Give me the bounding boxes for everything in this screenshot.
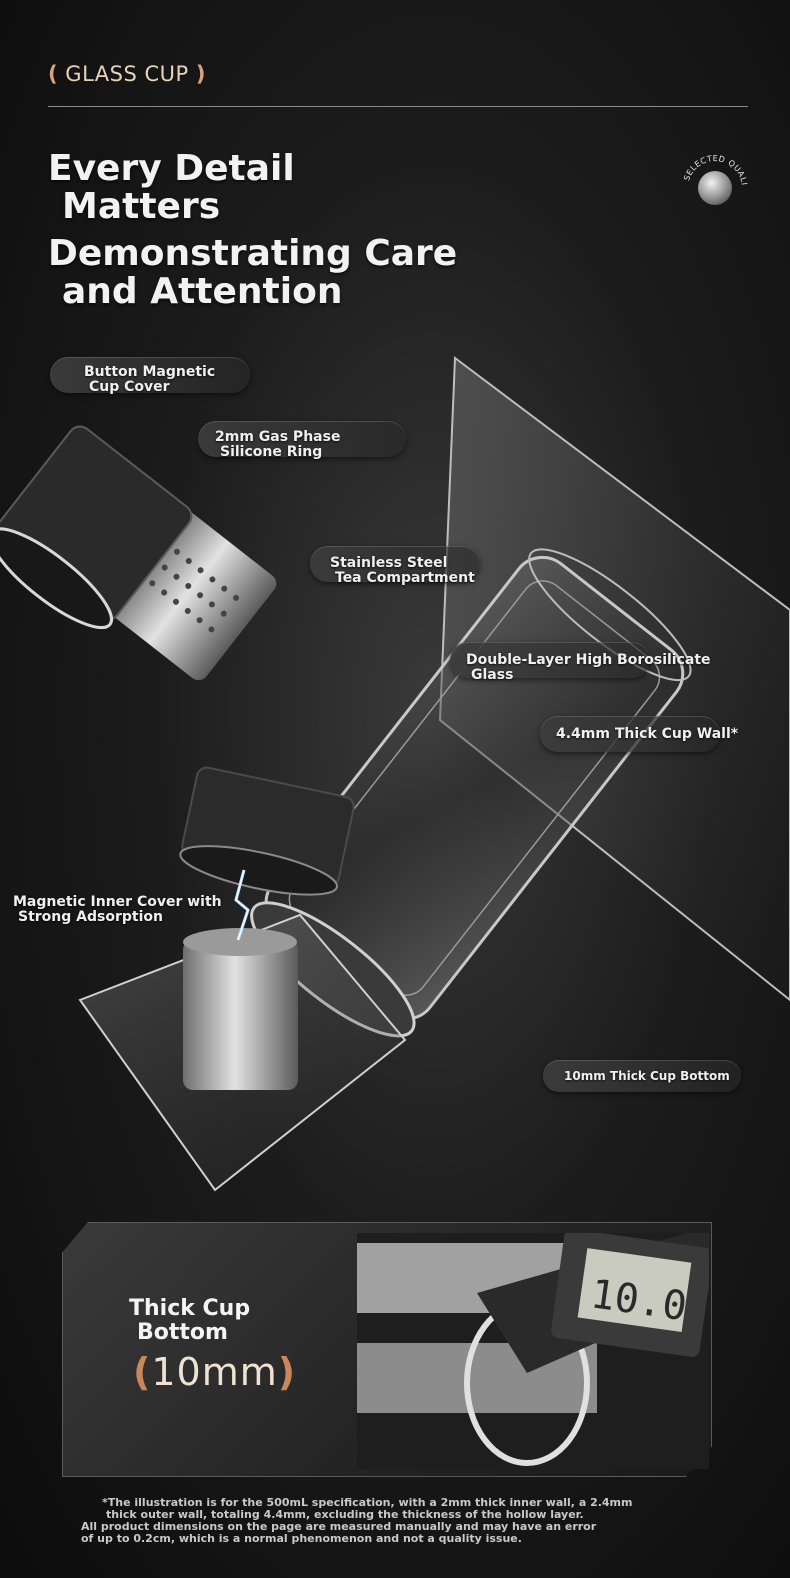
header-divider <box>48 106 748 107</box>
caliper-illustration: 10.0 <box>357 1233 709 1469</box>
label-magnetic-1: Magnetic Inner Cover with <box>13 894 222 910</box>
section-tag: ( GLASS CUP ) <box>48 62 206 86</box>
tag-open-bracket: ( <box>48 62 59 86</box>
headline-line-4: and Attention <box>62 271 343 312</box>
label-button-cover-2: Cup Cover <box>89 379 170 395</box>
label-pill-bottom <box>543 1060 741 1092</box>
label-pill-glass <box>450 642 650 678</box>
label-glass-1: Double-Layer High Borosilicate <box>466 652 711 668</box>
seal-badge-icon: SELECTED QUALITY <box>680 150 748 205</box>
label-wall: 4.4mm Thick Cup Wall* <box>556 726 739 742</box>
tag-close-bracket: ) <box>195 62 206 86</box>
headline-line-3: Demonstrating Care <box>48 233 458 274</box>
label-bottom: 10mm Thick Cup Bottom <box>564 1069 730 1083</box>
label-silicone-1: 2mm Gas Phase <box>215 429 341 445</box>
label-silicone-2: Silicone Ring <box>220 444 323 460</box>
label-pill-button-cover <box>50 357 250 393</box>
label-glass-2: Glass <box>471 667 514 683</box>
panel-value: 10mm <box>151 1350 278 1394</box>
label-tea-2: Tea Compartment <box>335 570 475 586</box>
footnote-line-2: thick outer wall, totaling 4.4mm, exclud… <box>106 1508 584 1521</box>
panel-title-1: Thick Cup <box>129 1296 251 1321</box>
value-open-bracket: ( <box>133 1350 152 1394</box>
headline-line-1: Every Detail <box>48 148 295 189</box>
label-pill-tea <box>310 546 480 582</box>
label-button-cover-1: Button Magnetic <box>84 364 216 380</box>
footnote-line-4: of up to 0.2cm, which is a normal phenom… <box>81 1532 522 1545</box>
value-close-bracket: ) <box>277 1350 297 1394</box>
label-tea-1: Stainless Steel <box>330 555 448 571</box>
footnote-line-3: All product dimensions on the page are m… <box>81 1520 597 1533</box>
panel-measurement: (10mm) <box>133 1350 296 1394</box>
label-magnetic-2: Strong Adsorption <box>18 909 163 925</box>
headline-line-2: Matters <box>62 186 221 227</box>
label-pill-wall <box>540 716 720 752</box>
footnote-line-1: *The illustration is for the 500mL speci… <box>102 1496 633 1509</box>
caliper-photo: 10.0 <box>357 1233 709 1469</box>
panel-title-2: Bottom <box>137 1320 228 1345</box>
label-pill-silicone <box>198 421 406 457</box>
section-tag-label: GLASS CUP <box>65 62 189 86</box>
